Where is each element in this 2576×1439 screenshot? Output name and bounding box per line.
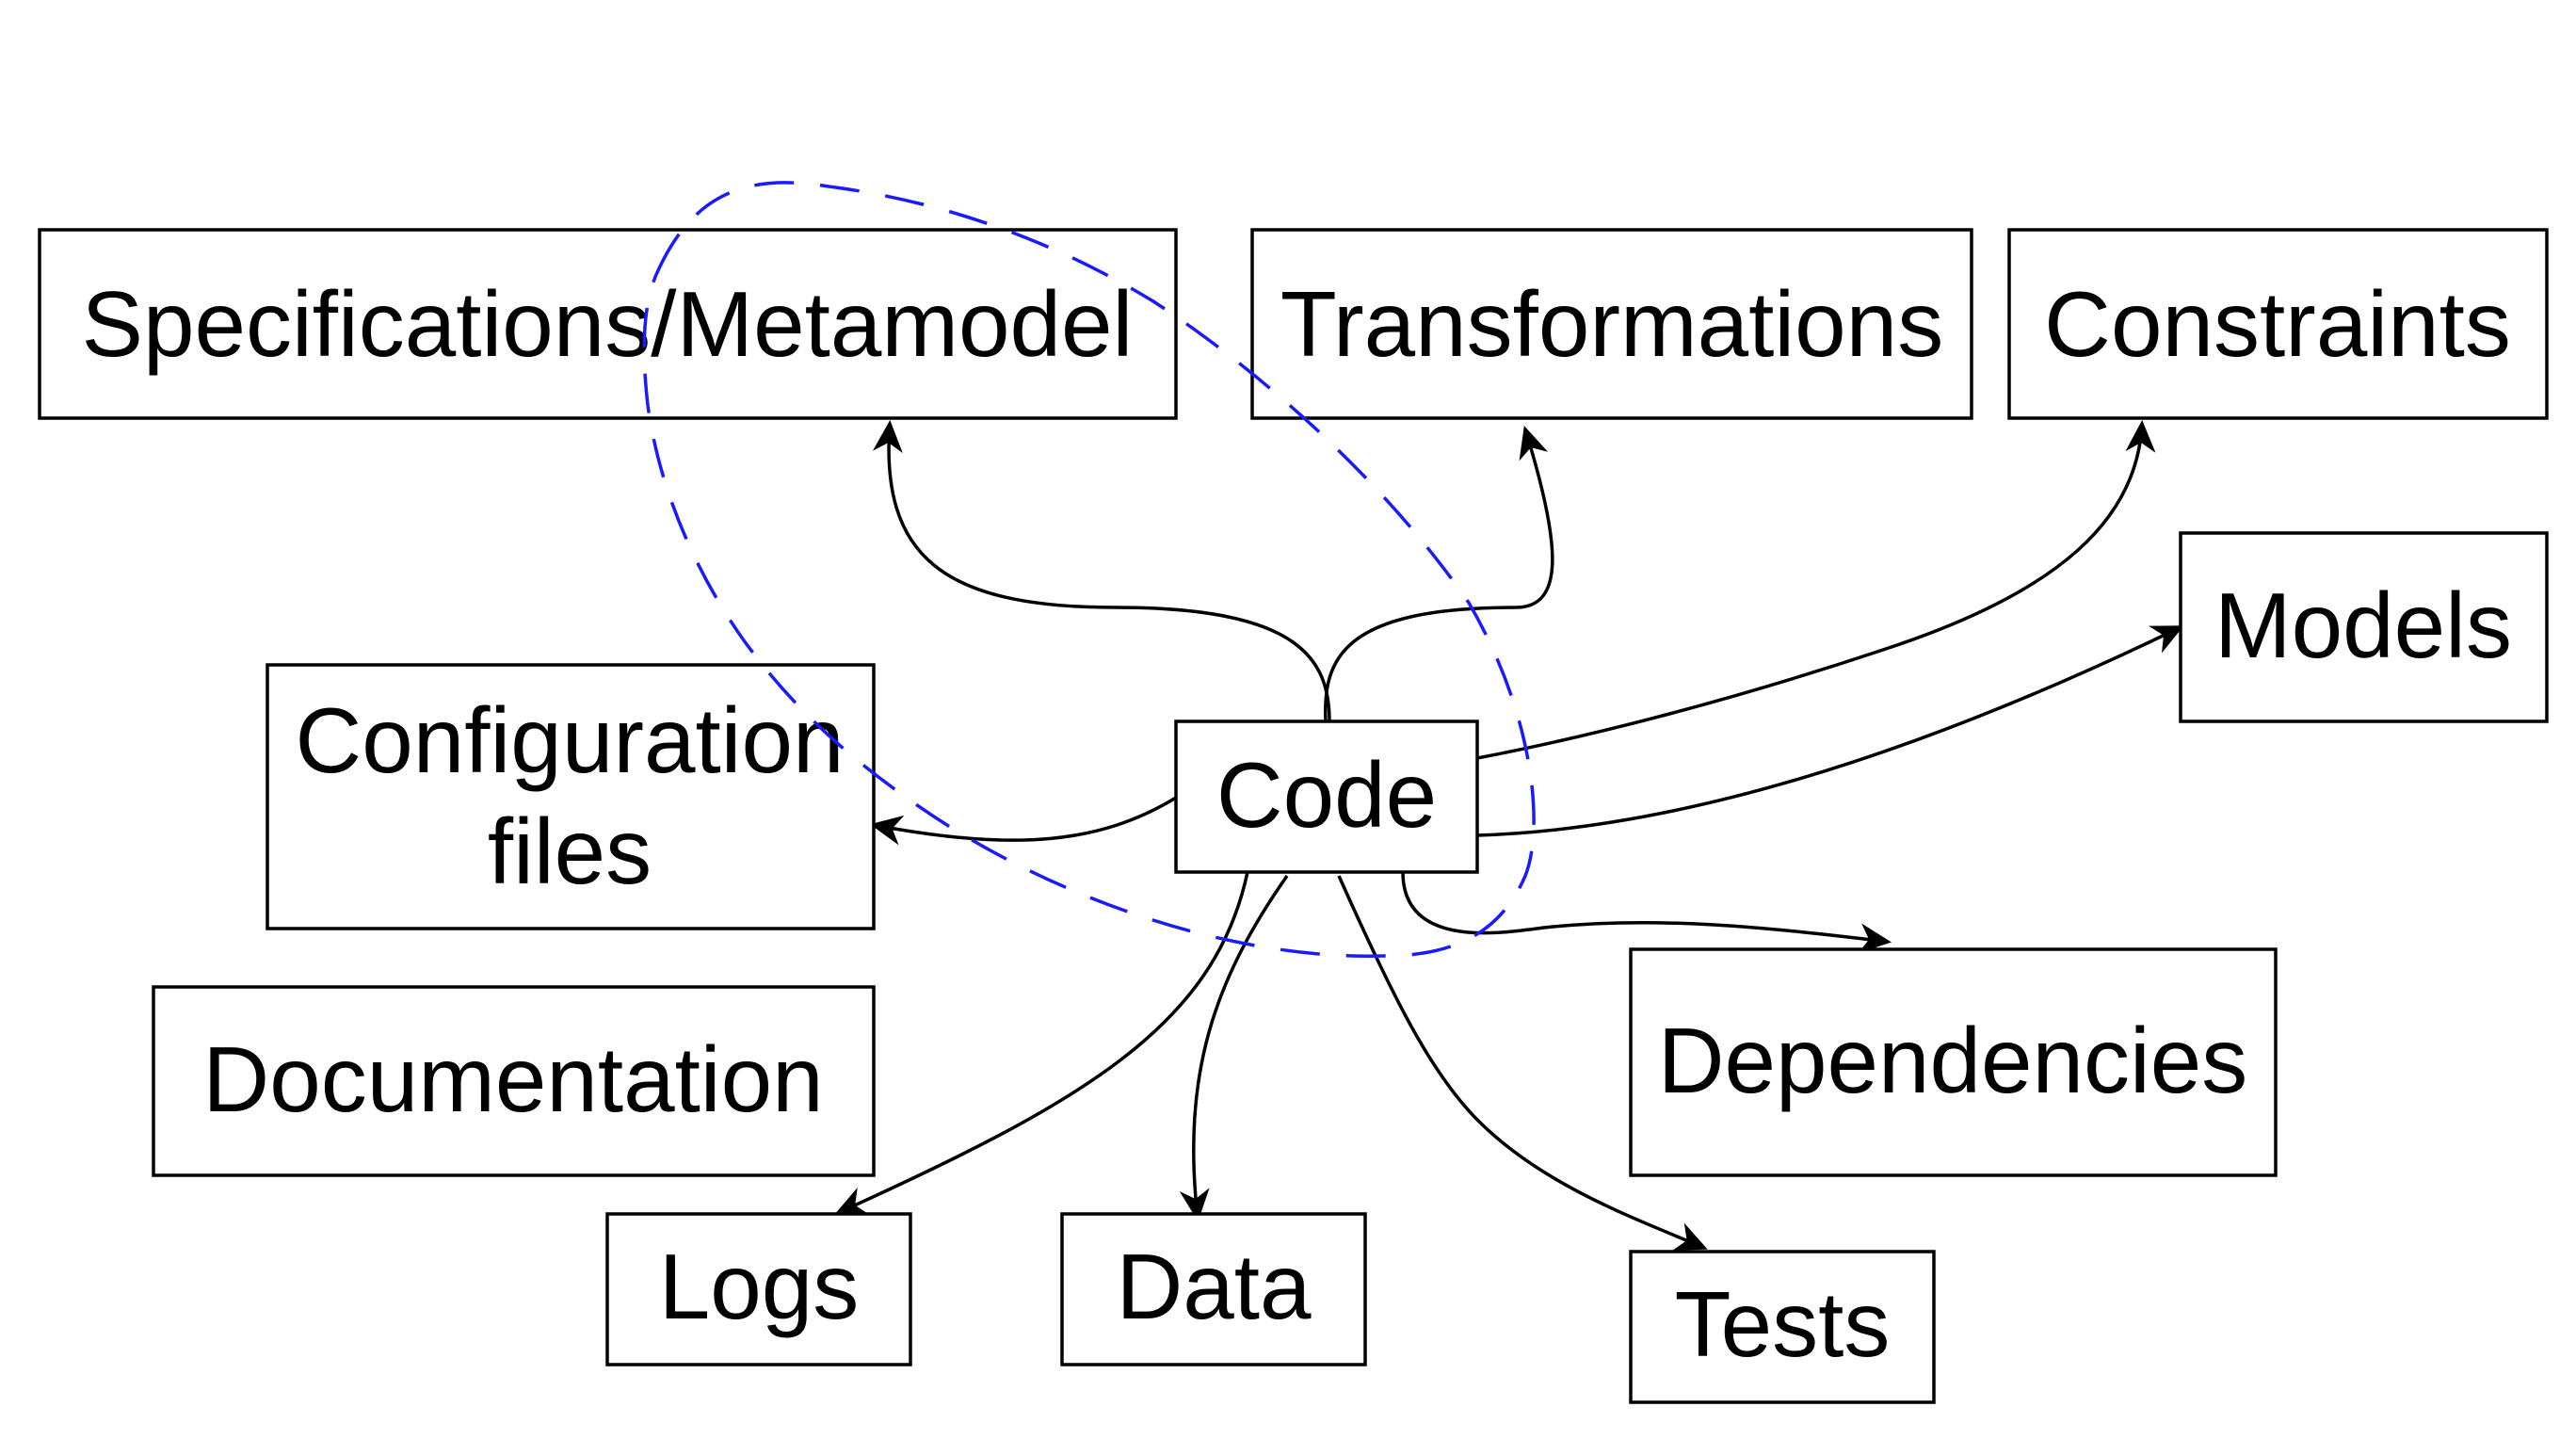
edge-code-to-tests [1337,875,1708,1251]
nodes: Specifications/Metamodel Transformations… [38,228,2549,1404]
edge-code-to-logs [834,871,1249,1216]
edges [834,420,2184,1251]
node-constraints: Constraints [2007,228,2549,420]
node-documentation: Documentation [152,985,876,1177]
node-label: Dependencies [1658,1009,2248,1112]
node-transformations: Transformations [1250,228,1973,420]
node-dependencies: Dependencies [1629,947,2278,1177]
node-label: Transformations [1280,272,1943,376]
node-label: Logs [659,1235,860,1338]
node-models: Models [2179,531,2549,723]
node-logs: Logs [605,1212,912,1366]
node-specifications-metamodel: Specifications/Metamodel [38,228,1178,420]
node-label: Constraints [2044,272,2511,376]
node-label: Tests [1675,1272,1891,1376]
edge-code-to-dependencies [1401,871,1892,954]
node-label: Models [2214,574,2512,677]
node-label: Data [1116,1235,1312,1338]
node-label: Documentation [202,1027,823,1131]
edge-code-to-data [1179,874,1289,1221]
node-label-line1: Configuration [296,688,845,792]
edge-code-to-models [1476,625,2184,837]
node-label-line2: files [488,800,652,903]
edge-code-to-transformations [1323,426,1554,722]
node-configuration-files: Configuration files [266,663,876,930]
node-label: Code [1216,743,1437,847]
node-data: Data [1060,1212,1367,1366]
node-code: Code [1174,720,1479,874]
node-label: Specifications/Metamodel [82,272,1134,376]
dashed-boundary-loop [642,181,1536,958]
node-tests: Tests [1629,1250,1936,1404]
edge-code-to-constraints [1476,420,2156,760]
edge-code-to-specifications [872,420,1331,722]
edge-code-to-configuration [870,796,1177,846]
